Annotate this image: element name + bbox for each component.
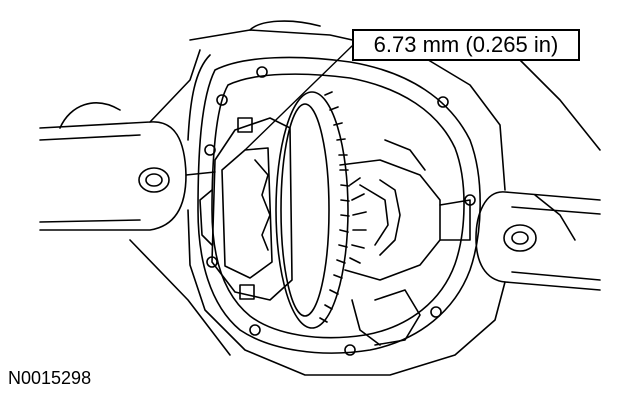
pinion-gear [339, 139, 471, 346]
figure-id: N0015298 [8, 368, 92, 388]
ring-gear [275, 91, 350, 329]
measurement-callout: 6.73 mm (0.265 in) [352, 29, 580, 61]
callout-leader [244, 45, 353, 151]
bolt-holes [204, 66, 476, 356]
carrier-housing [129, 20, 601, 376]
left-axle-tube [39, 102, 216, 231]
right-axle-tube [475, 191, 601, 291]
